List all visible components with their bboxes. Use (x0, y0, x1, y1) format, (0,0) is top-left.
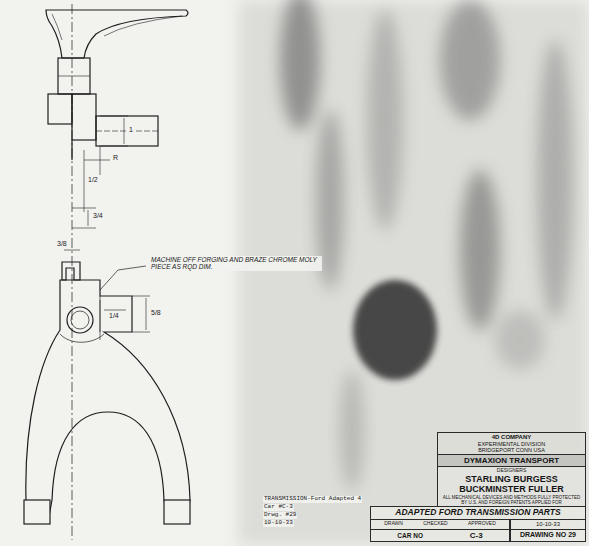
file-label: 10-10-33 (263, 520, 294, 527)
title-block-text: BRIDGEPORT CONN USA (441, 447, 582, 453)
title-block-text: APPROVED (468, 521, 496, 527)
title-block-text: ALL MECHANICAL DEVICES AND METHODS FULLY… (441, 495, 582, 505)
fork-outline (24, 4, 190, 540)
dimension: R (112, 154, 119, 162)
dimension: 1 (128, 126, 134, 134)
title-block-text: BUCKMINSTER FULLER (441, 484, 582, 494)
file-label: Car #C-3 (263, 504, 294, 511)
designers-cell: DESIGNERSSTARLING BURGESSBUCKMINSTER FUL… (437, 466, 586, 507)
title-band: ADAPTED FORD TRANSMISSION PARTS (370, 506, 586, 520)
title-block-text: DRAWING NO 29 (514, 531, 582, 539)
title-block-text: ADAPTED FORD TRANSMISSION PARTS (374, 508, 582, 518)
file-label: Drwg. #29 (263, 512, 297, 519)
title-block-text: STARLING BURGESS (441, 474, 582, 484)
title-block-text: 10-10-33 (514, 521, 582, 528)
title-block-text: DRAWN (384, 521, 403, 527)
dimension: 1/4 (108, 312, 120, 320)
dimension: 5/8 (150, 309, 162, 317)
title-block-text: C-3 (470, 531, 483, 540)
company-header: 4D COMPANYEXPERIMENTAL DIVISIONBRIDGEPOR… (437, 432, 586, 456)
dimension: 3/4 (92, 212, 104, 220)
dimension: 3/8 (56, 240, 68, 248)
title-block-text: EXPERIMENTAL DIVISION (441, 441, 582, 447)
process-note: MACHINE OFF FORGING AND BRAZE CHROME MOL… (150, 256, 322, 271)
dimension: 1/2 (87, 176, 99, 184)
title-block-text: CAR NO (397, 532, 423, 539)
drawing-number-cell: DRAWING NO 29 (510, 529, 586, 542)
file-label: TRANSMISSION-Ford Adapted 4 (263, 496, 362, 503)
title-block-text: 4D COMPANY (441, 434, 582, 441)
paper-stains (238, 0, 589, 546)
title-block-text: CHECKED (423, 521, 447, 527)
title-block-text: DYMAXION TRANSPORT (441, 456, 582, 465)
title-block-text: DESIGNERS (441, 468, 582, 474)
car-number-cell: CAR NO C-3 (370, 529, 510, 542)
